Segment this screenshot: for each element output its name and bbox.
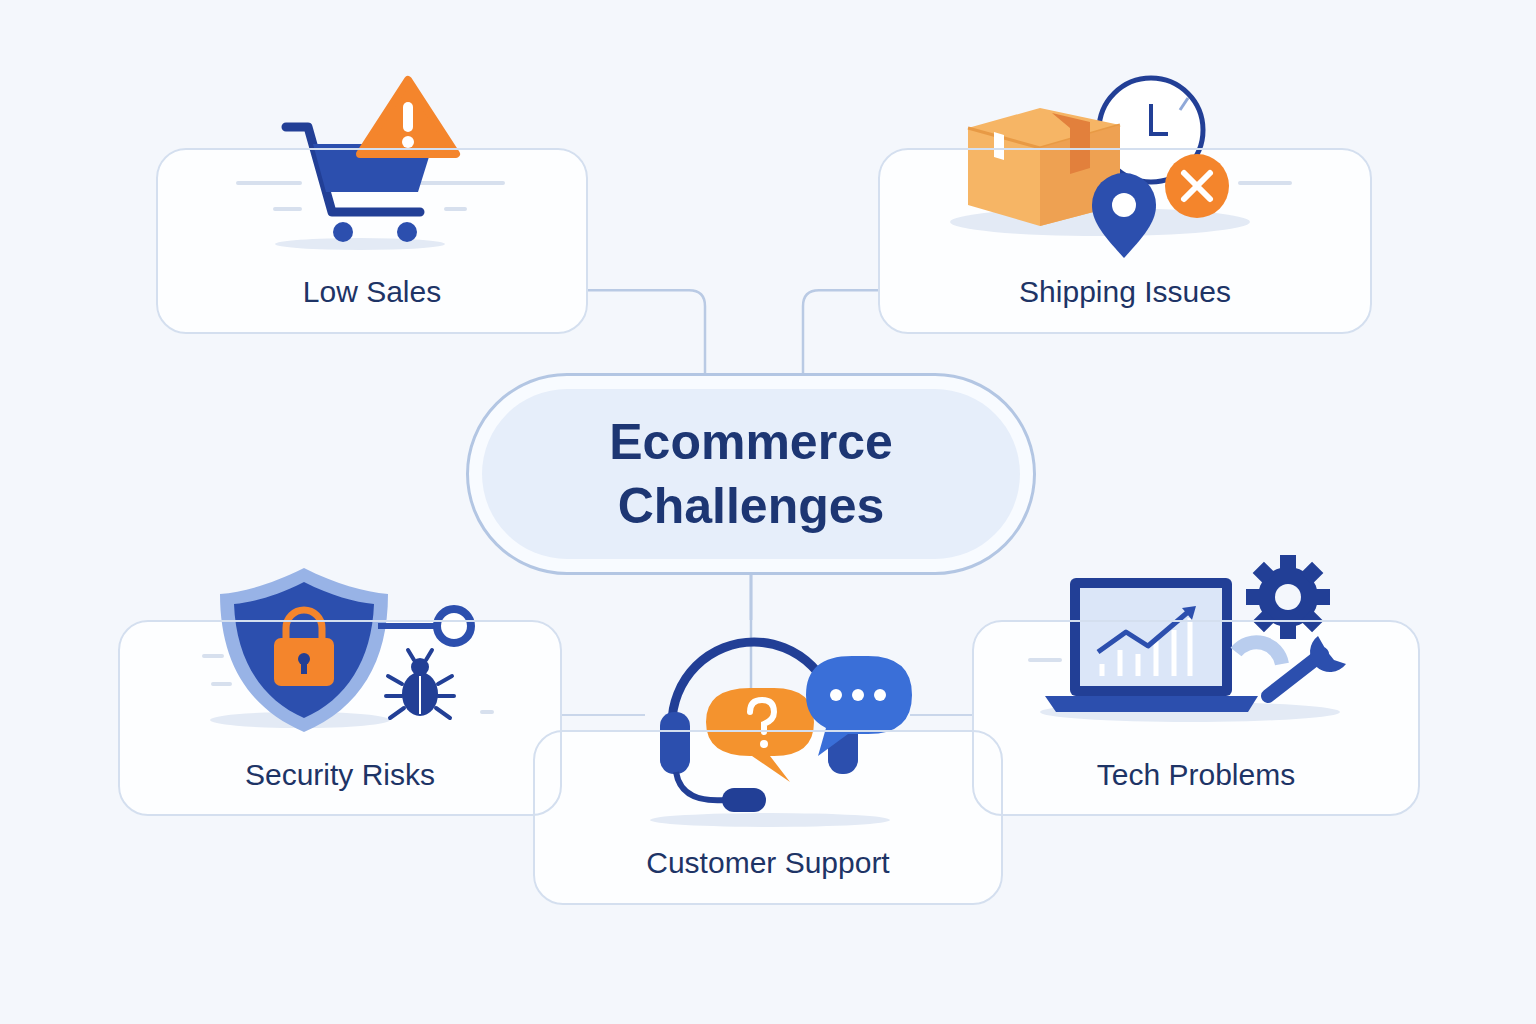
challenge-box: Customer Support — [533, 730, 1003, 905]
connector — [750, 575, 753, 620]
box-fills — [118, 148, 1420, 905]
box-fill — [466, 373, 1036, 575]
box-label: Customer Support — [646, 845, 889, 881]
tech-icon — [1030, 538, 1347, 722]
connector — [803, 290, 878, 373]
decor-line — [910, 714, 972, 716]
central-title: Ecommerce Challenges — [586, 410, 916, 538]
challenge-box: Tech Problems — [972, 620, 1420, 816]
support-icon — [650, 642, 912, 827]
cart-icon — [238, 80, 503, 250]
box-label: Tech Problems — [1097, 757, 1295, 793]
challenge-box: Low Sales — [156, 148, 588, 334]
connector — [750, 575, 753, 620]
decor-line — [562, 714, 645, 716]
security-icon — [204, 568, 492, 732]
box-label: Security Risks — [245, 757, 435, 793]
box-fill — [878, 148, 1372, 334]
challenge-box: Shipping Issues — [878, 148, 1372, 334]
connector — [588, 290, 705, 373]
box-label: Shipping Issues — [1019, 274, 1231, 310]
challenge-box: Security Risks — [118, 620, 562, 816]
pill-inner — [482, 389, 1020, 559]
central-topic: Ecommerce Challenges — [466, 373, 1036, 575]
box-label: Low Sales — [303, 274, 441, 310]
shipping-icon — [950, 78, 1290, 258]
